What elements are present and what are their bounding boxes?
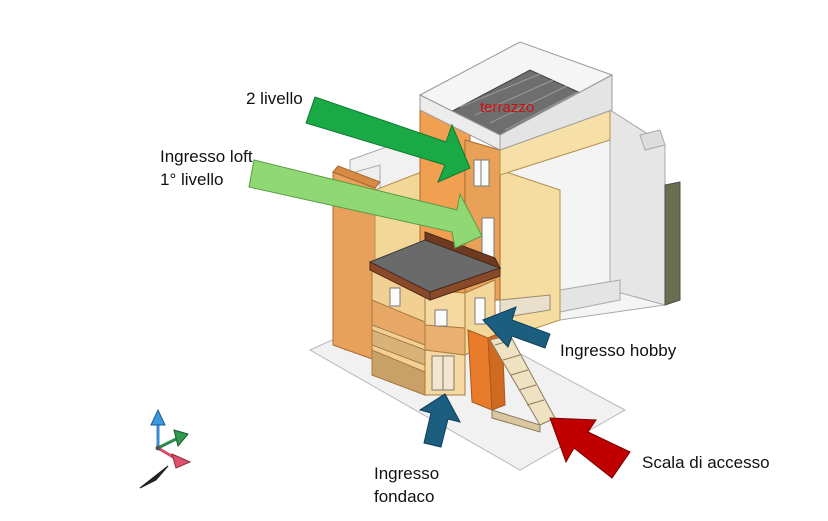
front-block <box>368 231 502 396</box>
label-fondaco-line1: Ingresso <box>374 464 439 483</box>
axis-gizmo-icon <box>139 408 192 489</box>
arrow-level2 <box>305 96 471 183</box>
label-loft-line1: Ingresso loft <box>160 147 253 166</box>
arrow-stair <box>549 417 631 479</box>
label-hobby: Ingresso hobby <box>560 341 677 360</box>
arrow-fondaco <box>418 393 461 448</box>
arrow-hobby <box>482 306 551 349</box>
label-fondaco-line2: fondaco <box>374 487 435 506</box>
label-level2: 2 livello <box>246 89 303 108</box>
arrow-loft <box>248 159 483 249</box>
label-stair: Scala di accesso <box>642 453 770 472</box>
label-loft-line2: 1° livello <box>160 170 224 189</box>
terrace-label: terrazzo <box>480 99 534 116</box>
left-orange-wall <box>332 165 381 361</box>
tower <box>418 41 614 301</box>
